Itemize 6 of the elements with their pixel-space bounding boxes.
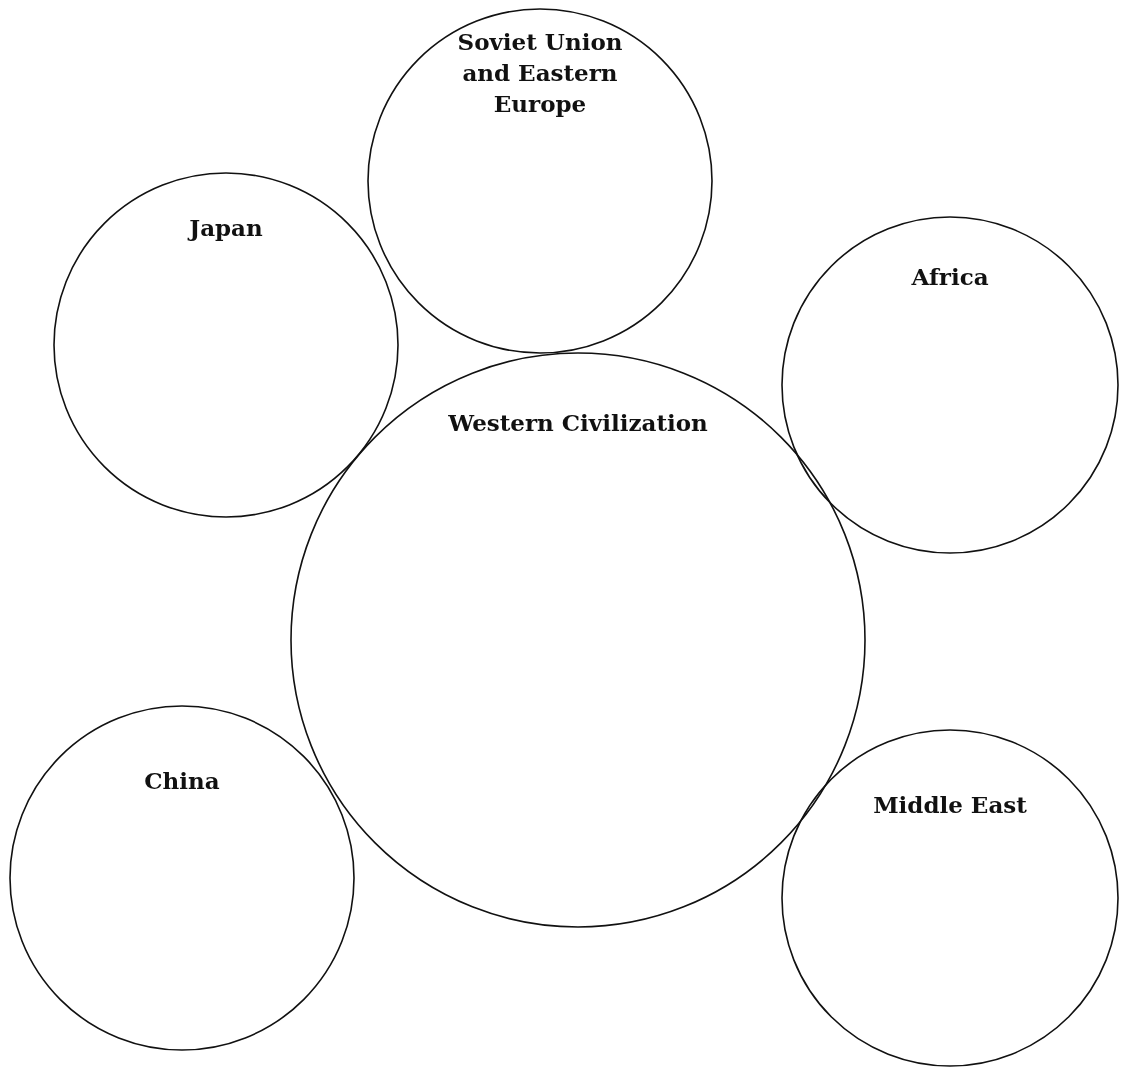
region-label: Middle East [872,790,1028,820]
region-label: Soviet Union and Eastern Europe [456,27,624,119]
region-label: Western Civilization [447,408,709,438]
region-label: Japan [186,213,264,243]
region-label: China [143,766,221,796]
region-label: Africa [910,262,990,292]
